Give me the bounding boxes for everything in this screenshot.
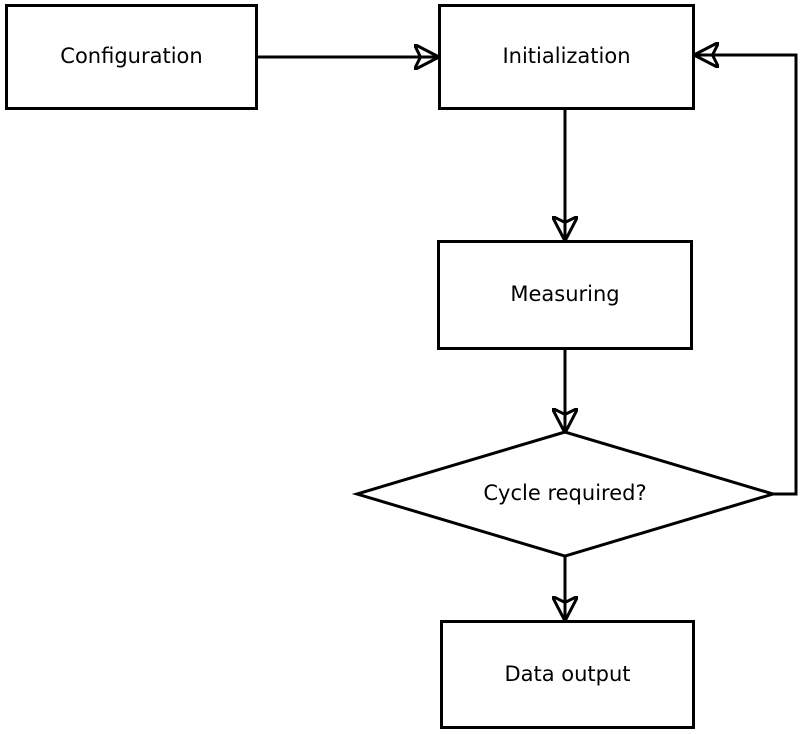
node-initialization: Initialization — [438, 4, 695, 110]
node-measuring-label: Measuring — [510, 282, 620, 307]
node-initialization-label: Initialization — [502, 44, 631, 69]
node-data-output-label: Data output — [504, 661, 631, 686]
node-configuration: Configuration — [5, 4, 258, 110]
node-measuring: Measuring — [437, 240, 693, 350]
node-configuration-label: Configuration — [60, 44, 203, 69]
node-decision: Cycle required? — [357, 432, 773, 556]
decision-diamond-shape — [351, 430, 779, 558]
node-decision-label: Cycle required? — [483, 481, 647, 506]
node-data-output: Data output — [440, 620, 695, 729]
edge-decision-to-initialization-loop — [695, 55, 798, 496]
